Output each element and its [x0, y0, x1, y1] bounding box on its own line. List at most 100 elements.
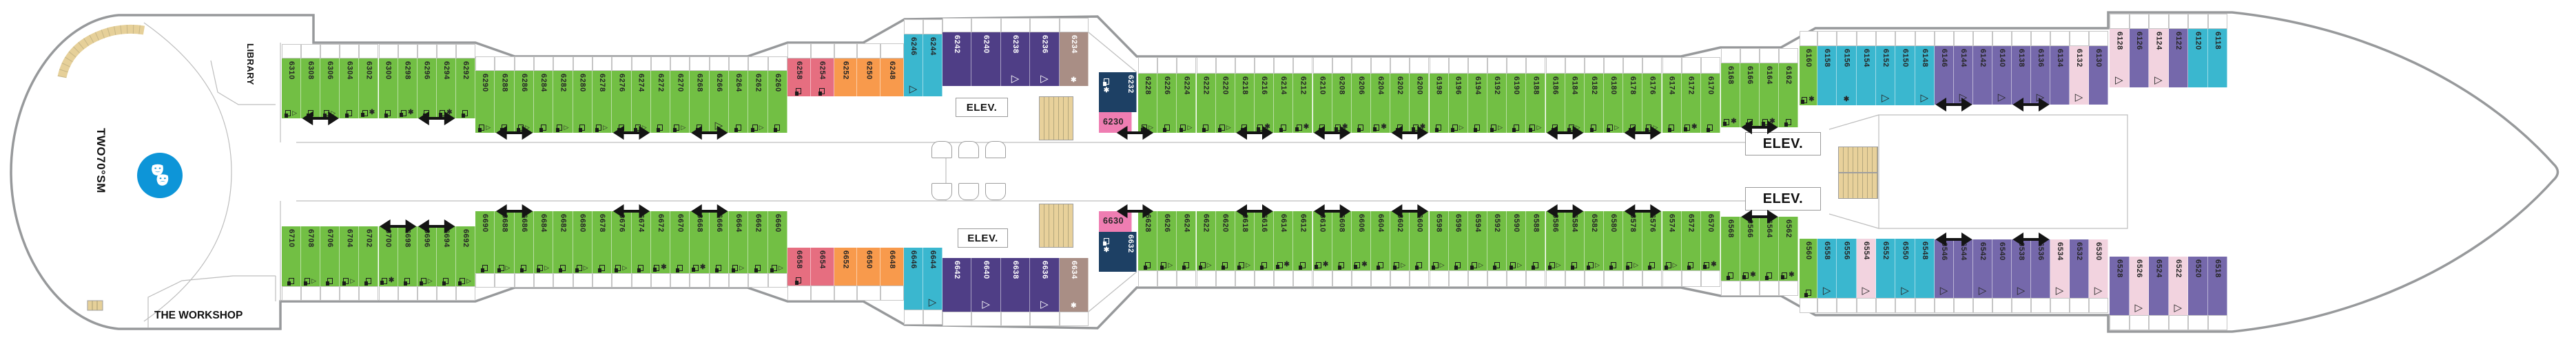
cabin-6138[interactable]: 6138: [2012, 46, 2031, 105]
stairs-fwd-upper[interactable]: [1838, 147, 1878, 173]
cabin-6594[interactable]: 6594▷: [1467, 211, 1487, 270]
cabin-6178[interactable]: 6178: [1623, 74, 1643, 133]
cabin-6556[interactable]: 6556: [1837, 239, 1857, 298]
cabin-6564[interactable]: 6564: [1760, 217, 1779, 281]
cabin-6704[interactable]: 6704▷: [340, 226, 360, 286]
cabin-6548[interactable]: 6548: [1915, 239, 1935, 298]
cabin-6240[interactable]: 6240: [971, 32, 1001, 86]
cabin-6268[interactable]: 6268: [690, 71, 710, 133]
cabin-6302[interactable]: 6302✱: [359, 58, 379, 118]
cabin-6210[interactable]: 6210: [1312, 74, 1332, 133]
cabin-6174[interactable]: 6174: [1662, 74, 1682, 133]
cabin-6156[interactable]: 6156✱: [1837, 46, 1857, 105]
cabin-6658[interactable]: 6658: [787, 248, 811, 286]
cabin-6266[interactable]: 6266▷: [709, 71, 730, 133]
cabin-6570[interactable]: 6570✱: [1700, 211, 1720, 270]
cabin-6552[interactable]: 6552: [1876, 239, 1896, 298]
cabin-6650[interactable]: 6650: [857, 248, 881, 286]
cabin-6250[interactable]: 6250: [857, 58, 881, 96]
cabin-6612[interactable]: 6612: [1293, 211, 1313, 270]
cabin-6244[interactable]: 6244: [923, 34, 942, 96]
cabin-6530[interactable]: 6530▷: [2089, 239, 2108, 298]
cabin-6536[interactable]: 6536: [2031, 239, 2050, 298]
cabin-6572[interactable]: 6572: [1681, 211, 1701, 270]
cabin-6586[interactable]: 6586▷: [1545, 211, 1565, 270]
cabin-6118[interactable]: 6118: [2207, 29, 2227, 87]
cabin-6288[interactable]: 6288: [495, 71, 515, 133]
cabin-6532[interactable]: 6532: [2070, 239, 2089, 298]
cabin-6262[interactable]: 6262▷: [748, 71, 768, 133]
cabin-6304[interactable]: 6304: [340, 58, 360, 118]
cabin-6128[interactable]: 6128▷: [2110, 29, 2130, 87]
cabin-6620[interactable]: 6620: [1215, 211, 1235, 270]
cabin-6222[interactable]: 6222: [1196, 74, 1216, 133]
cabin-6640[interactable]: 6640▷: [971, 258, 1001, 312]
cabin-6276[interactable]: 6276: [612, 71, 632, 133]
cabin-6184[interactable]: 6184▷: [1565, 74, 1585, 133]
cabin-6550[interactable]: 6550▷: [1895, 239, 1915, 298]
cabin-6152[interactable]: 6152▷: [1876, 46, 1896, 105]
cabin-6700[interactable]: 6700✱: [378, 226, 398, 286]
cabin-6528[interactable]: 6528: [2110, 257, 2130, 315]
cabin-6168[interactable]: 6168✱: [1721, 63, 1740, 127]
cabin-6292[interactable]: 6292: [455, 58, 475, 118]
cabin-6224[interactable]: 6224▷: [1177, 74, 1197, 133]
cabin-6242[interactable]: 6242: [942, 32, 972, 86]
cabin-6136[interactable]: 6136▷: [2031, 46, 2050, 105]
cabin-6604[interactable]: 6604: [1371, 211, 1391, 270]
cabin-6204[interactable]: 6204✱: [1371, 74, 1391, 133]
cabin-6634[interactable]: 6634✱: [1059, 258, 1089, 312]
cabin-6142[interactable]: 6142: [1973, 46, 1992, 105]
cabin-6554[interactable]: 6554▷: [1856, 239, 1876, 298]
cabin-6258[interactable]: 6258: [787, 58, 811, 96]
cabin-6708[interactable]: 6708▷: [301, 226, 321, 286]
cabin-6248[interactable]: 6248: [880, 58, 904, 96]
cabin-6190[interactable]: 6190: [1507, 74, 1527, 133]
cabin-6644[interactable]: 6644▷: [923, 248, 942, 310]
cabin-6172[interactable]: 6172✱: [1681, 74, 1701, 133]
cabin-6544[interactable]: 6544: [1954, 239, 1973, 298]
cabin-6160[interactable]: 6160✱: [1800, 46, 1817, 105]
cabin-6540[interactable]: 6540: [1992, 239, 2012, 298]
cabin-6518[interactable]: 6518: [2207, 257, 2227, 315]
cabin-6662[interactable]: 6662: [748, 211, 768, 273]
cabin-6158[interactable]: 6158: [1817, 46, 1837, 105]
cabin-6198[interactable]: 6198: [1429, 74, 1449, 133]
cabin-6698[interactable]: 6698: [398, 226, 418, 286]
cabin-6188[interactable]: 6188▷: [1526, 74, 1546, 133]
cabin-6308[interactable]: 6308: [301, 58, 321, 118]
cabin-6234[interactable]: 6234✱: [1059, 32, 1089, 86]
cabin-6284[interactable]: 6284: [533, 71, 554, 133]
cabin-6526[interactable]: 6526▷: [2129, 257, 2149, 315]
cabin-6584[interactable]: 6584: [1565, 211, 1585, 270]
cabin-6692[interactable]: 6692▷: [455, 226, 475, 286]
cabin-6626[interactable]: 6626▷: [1157, 211, 1177, 270]
cabin-6200[interactable]: 6200✱: [1410, 74, 1430, 133]
cabin-6542[interactable]: 6542▷: [1973, 239, 1992, 298]
cabin-6260[interactable]: 6260: [767, 71, 787, 133]
cabin-6134[interactable]: 6134: [2050, 46, 2070, 105]
cabin-6596[interactable]: 6596: [1448, 211, 1468, 270]
cabin-6578[interactable]: 6578▷: [1623, 211, 1643, 270]
cabin-6124[interactable]: 6124▷: [2149, 29, 2169, 87]
cabin-6580[interactable]: 6580: [1604, 211, 1624, 270]
cabin-6566[interactable]: 6566✱: [1740, 217, 1760, 281]
cabin-6696[interactable]: 6696▷: [417, 226, 437, 286]
cabin-6608[interactable]: 6608: [1332, 211, 1352, 270]
cabin-6270[interactable]: 6270▷: [670, 71, 690, 133]
cabin-6272[interactable]: 6272: [650, 71, 671, 133]
cabin-6252[interactable]: 6252: [834, 58, 858, 96]
cabin-6574[interactable]: 6574▷: [1662, 211, 1682, 270]
cabin-6278[interactable]: 6278▷: [592, 71, 612, 133]
cabin-6192[interactable]: 6192▷: [1487, 74, 1507, 133]
cabin-6206[interactable]: 6206: [1351, 74, 1371, 133]
cabin-6610[interactable]: 6610✱: [1312, 211, 1332, 270]
cabin-6146[interactable]: 6146: [1935, 46, 1954, 105]
cabin-6676[interactable]: 6676▷: [612, 211, 632, 273]
cabin-6144[interactable]: 6144▷: [1954, 46, 1973, 105]
cabin-6230[interactable]: 6230: [1099, 112, 1132, 133]
cabin-6592[interactable]: 6592: [1487, 211, 1507, 270]
cabin-6164[interactable]: 6164✱: [1760, 63, 1779, 127]
cabin-6170[interactable]: 6170: [1700, 74, 1720, 133]
cabin-6274[interactable]: 6274▷: [631, 71, 651, 133]
